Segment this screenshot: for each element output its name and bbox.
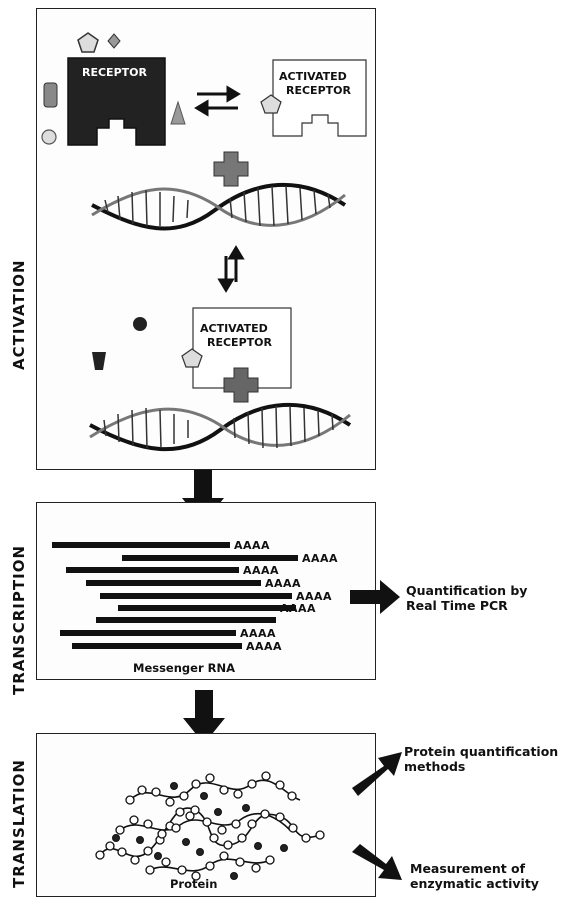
protein-quant-note-line2: methods	[404, 759, 466, 774]
qpcr-note-line1: Quantification by	[406, 583, 528, 598]
rect-ligand	[43, 82, 58, 108]
down-arrow-2	[183, 690, 225, 744]
amino-acid-beads	[95, 771, 325, 881]
activated-receptor-top-line1: ACTIVATED	[279, 70, 347, 83]
mrna-strand	[118, 605, 296, 611]
poly-a-tail: AAAA	[265, 577, 301, 590]
poly-a-tail: AAAA	[240, 627, 276, 640]
equilibrium-arrows	[194, 85, 241, 117]
cup-ligand	[92, 352, 106, 370]
poly-a-tails: AAAA AAAA AAAA AAAA AAAA AAAA AAAA AAAA	[234, 539, 338, 653]
circle-ligand	[41, 129, 57, 145]
bound-ligand-bottom	[181, 348, 203, 368]
enzyme-note-line1: Measurement of	[410, 861, 526, 876]
poly-a-tail: AAAA	[243, 564, 279, 577]
poly-a-tail: AAAA	[296, 590, 332, 603]
mrna-strand	[60, 630, 236, 636]
activated-receptor-bottom-line1: ACTIVATED	[200, 322, 268, 335]
transcription-factor-bottom	[223, 367, 259, 403]
bound-ligand-top	[260, 94, 282, 114]
vertical-equilibrium-arrows	[217, 245, 245, 293]
arrow-to-enzyme-activity	[352, 844, 402, 880]
arrow-to-protein-quant	[352, 752, 402, 796]
qpcr-note-line2: Real Time PCR	[406, 598, 508, 613]
mrna-strand	[86, 580, 261, 586]
right-arrow-qpcr	[350, 580, 400, 614]
triangle-ligand	[170, 100, 186, 125]
poly-a-tail: AAAA	[234, 539, 270, 552]
activated-receptor-top-line2: RECEPTOR	[286, 84, 351, 97]
poly-a-tail: AAAA	[246, 640, 282, 653]
poly-a-tail: AAAA	[280, 602, 316, 615]
mrna-strand	[100, 593, 292, 599]
protein-quant-note: Protein quantification methods	[404, 744, 558, 774]
dna-helix-top	[91, 182, 347, 231]
receptor-label: RECEPTOR	[82, 66, 147, 79]
protein-quant-note-line1: Protein quantification	[404, 744, 559, 759]
poly-a-tail: AAAA	[302, 552, 338, 565]
mrna-label: Messenger RNA	[133, 661, 235, 675]
amino-acid-beads-dark	[112, 782, 288, 880]
mrna-strand	[72, 643, 242, 649]
transcription-panel	[36, 502, 376, 680]
mrna-strands	[52, 542, 298, 649]
protein-label: Protein	[170, 877, 217, 891]
activated-receptor-bottom-line2: RECEPTOR	[207, 336, 272, 349]
pentagon-ligand	[77, 32, 99, 53]
enzyme-note-line2: enzymatic activity	[410, 876, 539, 891]
mrna-strand	[66, 567, 239, 573]
diamond-ligand	[107, 33, 121, 49]
qpcr-note: Quantification by Real Time PCR	[406, 583, 527, 613]
circle-ligand-dark	[133, 317, 147, 331]
activated-receptor-top	[272, 59, 367, 137]
translation-panel	[36, 733, 376, 897]
receptor-shape	[67, 57, 166, 146]
mrna-strand	[52, 542, 230, 548]
mrna-strand	[122, 555, 298, 561]
enzyme-note: Measurement of enzymatic activity	[410, 861, 539, 891]
dna-helix-bottom	[89, 402, 352, 452]
transcription-factor-top	[213, 151, 249, 187]
mrna-strand	[96, 617, 276, 623]
